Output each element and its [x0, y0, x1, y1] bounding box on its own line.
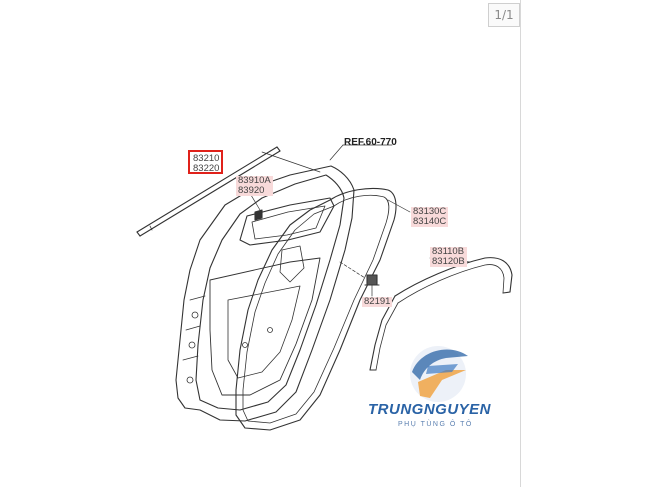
part-label-82191[interactable]: 82191: [362, 296, 393, 307]
watermark-tagline: PHỤ TÙNG Ô TÔ: [398, 421, 473, 428]
part-label-83210[interactable]: 83210 83220: [193, 153, 220, 174]
part-label-83110b[interactable]: 83110B 83120B: [430, 246, 467, 267]
viewer-divider: [520, 0, 521, 487]
reference-label[interactable]: REF.60-770: [344, 137, 397, 148]
rear-door-frame: [175, 165, 355, 422]
outer-weatherstrip: [369, 257, 513, 371]
door-weatherstrip: [235, 187, 397, 431]
part-label-83910a[interactable]: 83910A 83920: [236, 175, 273, 196]
page-counter[interactable]: 1/1: [488, 3, 520, 27]
watermark-brand: TRUNGNGUYEN: [368, 401, 492, 418]
part-label-83130c[interactable]: 83130C 83140C: [411, 206, 449, 227]
clip-82191: [364, 274, 380, 286]
part-83210-highlight[interactable]: [188, 150, 223, 174]
belt-moulding-strip: [136, 146, 281, 237]
